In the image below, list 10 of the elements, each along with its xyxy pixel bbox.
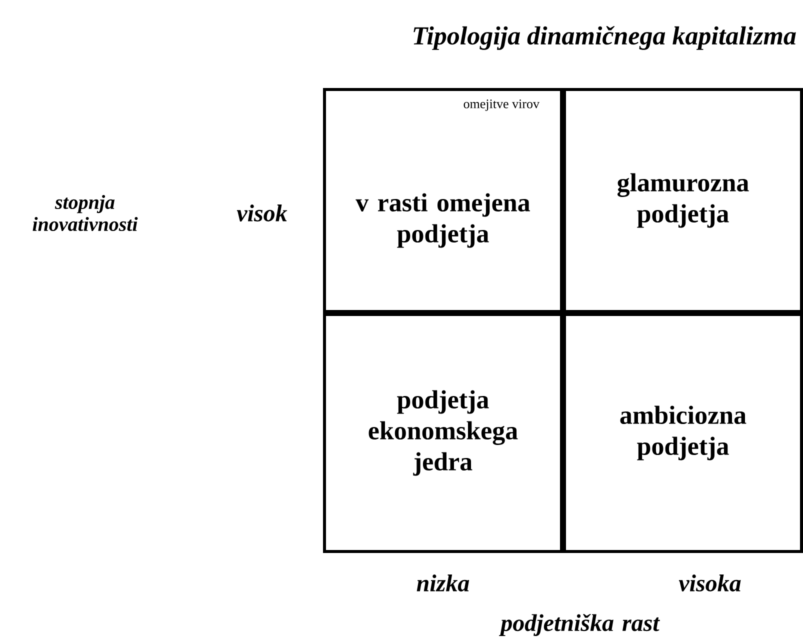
- quadrant-cell: ambiciozna podjetja: [563, 313, 803, 553]
- quadrant-cell: omejitve virov v rasti omejena podjetja: [323, 88, 563, 313]
- quadrant-cell: glamurozna podjetja: [563, 88, 803, 313]
- axis-label: visoka: [678, 574, 741, 592]
- quadrant-cell: podjetja ekonomskega jedra: [323, 313, 563, 553]
- axis-label: visok: [236, 204, 288, 222]
- axis-label: nizka: [416, 574, 470, 592]
- axis-title: stopnja inovativnosti: [32, 194, 138, 232]
- title: Tipologija dinamičnega kapitalizma: [414, 26, 796, 50]
- axis-title: podjetniška rast: [498, 614, 660, 636]
